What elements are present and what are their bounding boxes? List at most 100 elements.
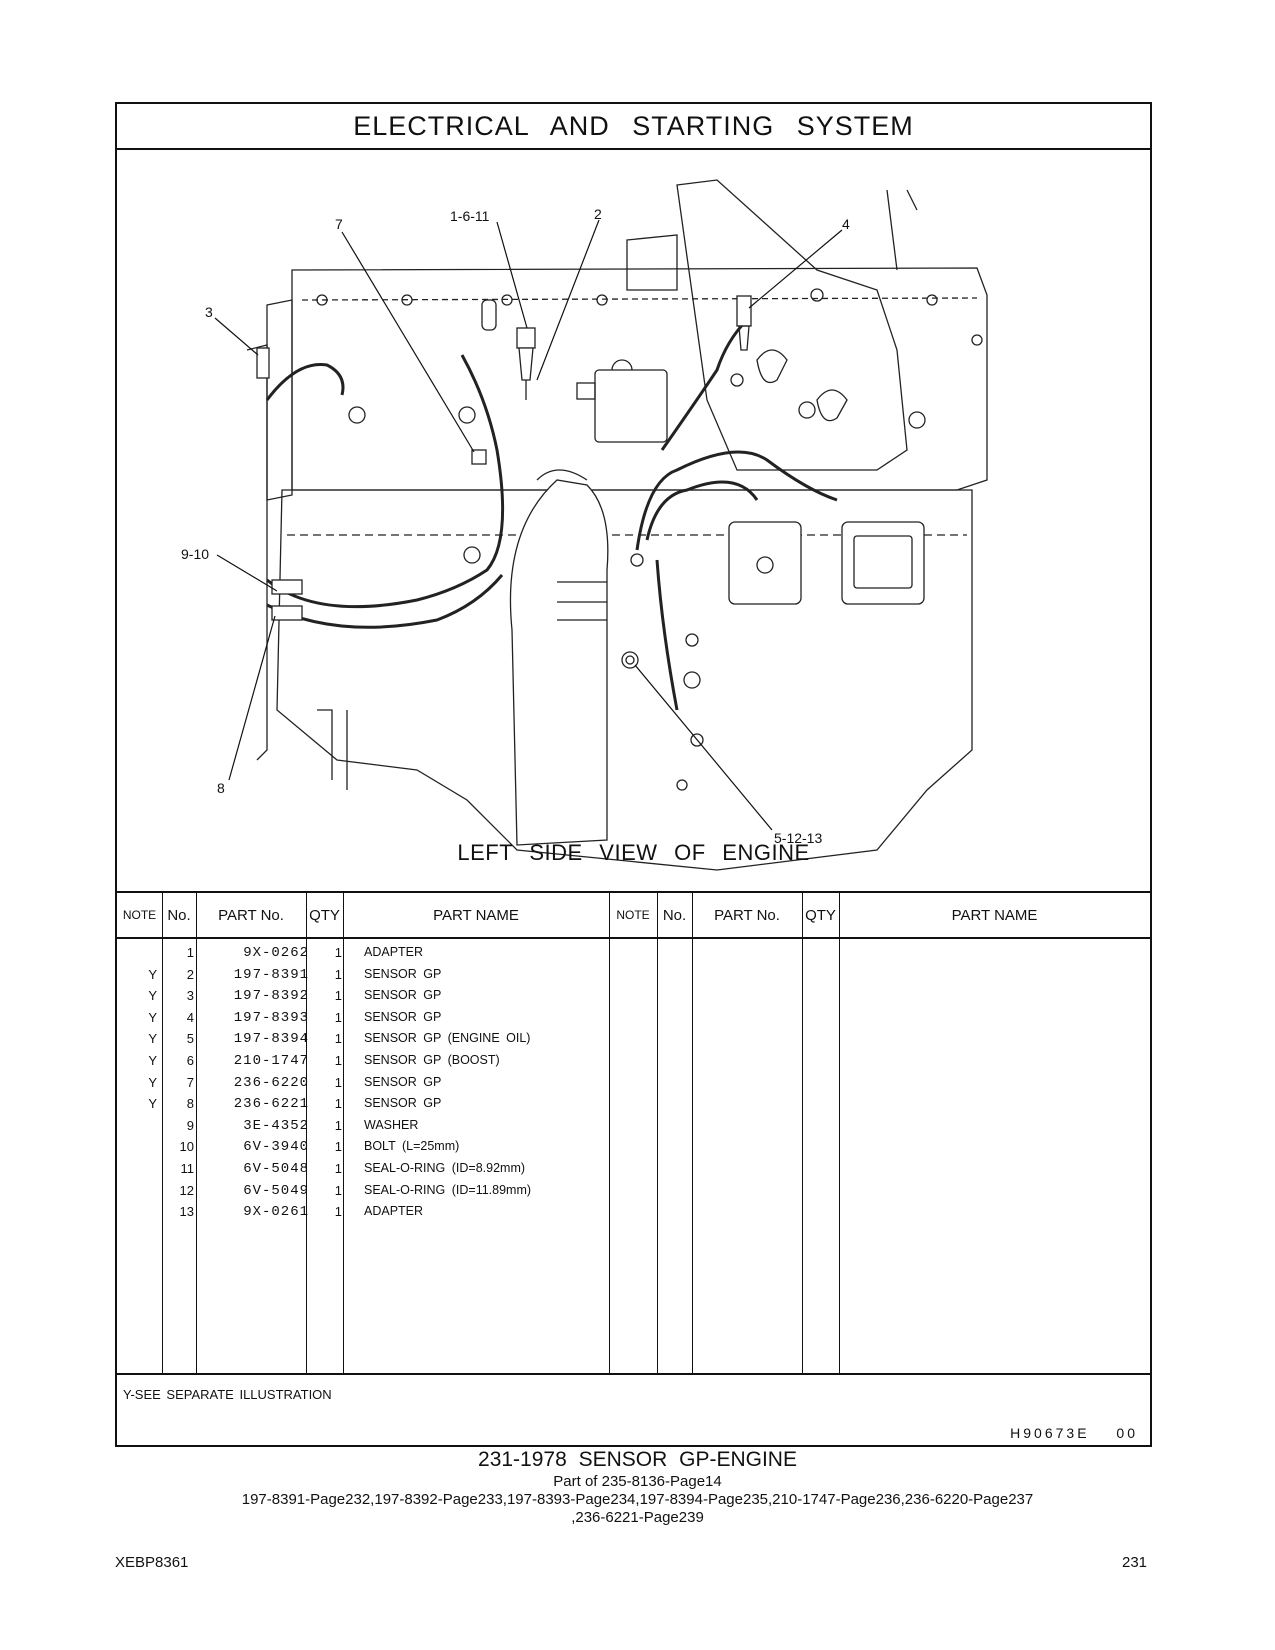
row-quantity: 1	[334, 966, 342, 982]
row-part-number: 210-1747	[233, 1053, 309, 1069]
row-quantity: 1	[334, 1009, 342, 1025]
row-quantity: 1	[334, 1139, 342, 1155]
row-part-number: 3E-4352	[243, 1117, 309, 1134]
row-number: 13	[179, 1204, 194, 1220]
row-quantity: 1	[334, 1031, 342, 1047]
row-number: 9	[186, 1117, 194, 1133]
row-part-name: SENSOR GP	[364, 1009, 442, 1024]
header-divider	[117, 937, 1150, 939]
row-part-number: 197-8391	[233, 966, 309, 983]
assembly-refs-line1: 197-8391-Page232,197-8392-Page233,197-83…	[241, 1491, 1034, 1508]
col-header-no: No.	[167, 906, 191, 924]
col-header-note-right: NOTE	[616, 908, 650, 922]
section-title: ELECTRICAL AND STARTING SYSTEM	[117, 104, 1150, 150]
callout-4: 4	[842, 216, 850, 232]
row-quantity: 1	[334, 1074, 342, 1090]
col-header-note: NOTE	[122, 908, 157, 922]
row-quantity: 1	[334, 1182, 342, 1198]
col-divider	[802, 893, 803, 1373]
row-part-number: 9X-0261	[243, 1204, 309, 1221]
row-note: Y	[148, 988, 157, 1004]
col-header-part-name-right: PART NAME	[951, 906, 1038, 924]
col-header-qty: QTY	[309, 906, 340, 924]
callout-1-6-11: 1-6-11	[450, 208, 490, 224]
col-divider	[343, 893, 344, 1373]
table-row: Y 2 197-8391 1 SENSOR GP	[117, 965, 1150, 987]
footnote: Y-SEE SEPARATE ILLUSTRATION	[123, 1387, 332, 1402]
callout-9-10: 9-10	[181, 546, 210, 562]
row-note: Y	[148, 1096, 157, 1112]
engine-illustration: 7 1-6-11 2 4 3 9-10 8 5-12-13 LEFT SIDE …	[117, 150, 1150, 893]
row-part-number: 197-8394	[233, 1031, 309, 1048]
table-row: 11 6V-5048 1 SEAL-O-RING (ID=8.92mm)	[117, 1159, 1150, 1181]
parts-table: NOTE No. PART No. QTY PART NAME NOTE No.…	[117, 893, 1150, 1375]
page-number: 231	[1122, 1554, 1148, 1571]
callout-5-12-13: 5-12-13	[774, 830, 823, 846]
row-number: 4	[186, 1009, 194, 1025]
callout-8: 8	[217, 780, 225, 796]
row-quantity: 1	[334, 988, 342, 1004]
row-part-name: SENSOR GP	[364, 966, 442, 981]
row-quantity: 1	[334, 945, 342, 960]
row-part-number: 197-8392	[233, 988, 309, 1005]
drawing-number: H90673E 00	[1010, 1425, 1138, 1441]
table-row: 9 3E-4352 1 WASHER	[117, 1116, 1150, 1138]
row-part-name: SENSOR GP (ENGINE OIL)	[364, 1031, 531, 1046]
row-part-name: WASHER	[364, 1117, 419, 1132]
col-divider	[306, 893, 307, 1373]
row-number: 6	[186, 1053, 194, 1068]
row-part-number: 6V-5048	[243, 1161, 309, 1177]
row-number: 8	[186, 1096, 194, 1112]
col-header-part-name: PART NAME	[433, 906, 519, 924]
row-note: Y	[148, 1009, 157, 1025]
row-number: 12	[179, 1182, 194, 1198]
col-divider	[657, 893, 658, 1373]
col-divider	[609, 893, 610, 1373]
row-quantity: 1	[334, 1053, 342, 1068]
col-header-qty-right: QTY	[805, 906, 836, 924]
row-part-number: 236-6220	[233, 1074, 309, 1091]
table-row: Y 4 197-8393 1 SENSOR GP	[117, 1008, 1150, 1030]
assembly-title: 231-1978 SENSOR GP-ENGINE	[478, 1448, 797, 1471]
col-divider	[196, 893, 197, 1373]
row-part-name: SEAL-O-RING (ID=8.92mm)	[364, 1161, 526, 1175]
row-quantity: 1	[334, 1096, 342, 1112]
callout-3: 3	[205, 304, 213, 320]
row-number: 3	[186, 988, 194, 1004]
assembly-part-of: Part of 235-8136-Page14	[553, 1473, 722, 1490]
row-part-number: 197-8393	[233, 1009, 309, 1026]
callout-2: 2	[594, 206, 602, 222]
col-divider	[692, 893, 693, 1373]
assembly-refs-line2: ,236-6221-Page239	[571, 1509, 704, 1526]
row-quantity: 1	[334, 1161, 342, 1176]
callout-leaders	[214, 219, 843, 831]
row-number: 5	[186, 1031, 194, 1047]
row-note: Y	[148, 966, 157, 982]
row-number: 1	[186, 945, 194, 960]
row-part-number: 9X-0262	[243, 945, 309, 961]
col-divider	[162, 893, 163, 1373]
col-divider	[839, 893, 840, 1373]
row-part-name: SENSOR GP	[364, 1074, 442, 1089]
col-header-no-right: No.	[662, 906, 687, 924]
row-part-number: 6V-3940	[243, 1139, 309, 1156]
row-part-number: 236-6221	[233, 1096, 309, 1113]
row-part-name: BOLT (L=25mm)	[364, 1139, 460, 1154]
col-header-part-no: PART No.	[218, 906, 284, 924]
table-bottom-divider	[117, 1373, 1150, 1375]
row-part-number: 6V-5049	[243, 1182, 309, 1199]
illustration-caption: LEFT SIDE VIEW OF ENGINE	[457, 840, 810, 865]
row-number: 2	[186, 966, 194, 982]
row-number: 11	[180, 1161, 195, 1176]
row-quantity: 1	[334, 1117, 342, 1133]
table-row: 1 9X-0262 1 ADAPTER	[117, 943, 1150, 965]
row-number: 7	[186, 1074, 194, 1090]
row-part-name: ADAPTER	[364, 945, 424, 959]
